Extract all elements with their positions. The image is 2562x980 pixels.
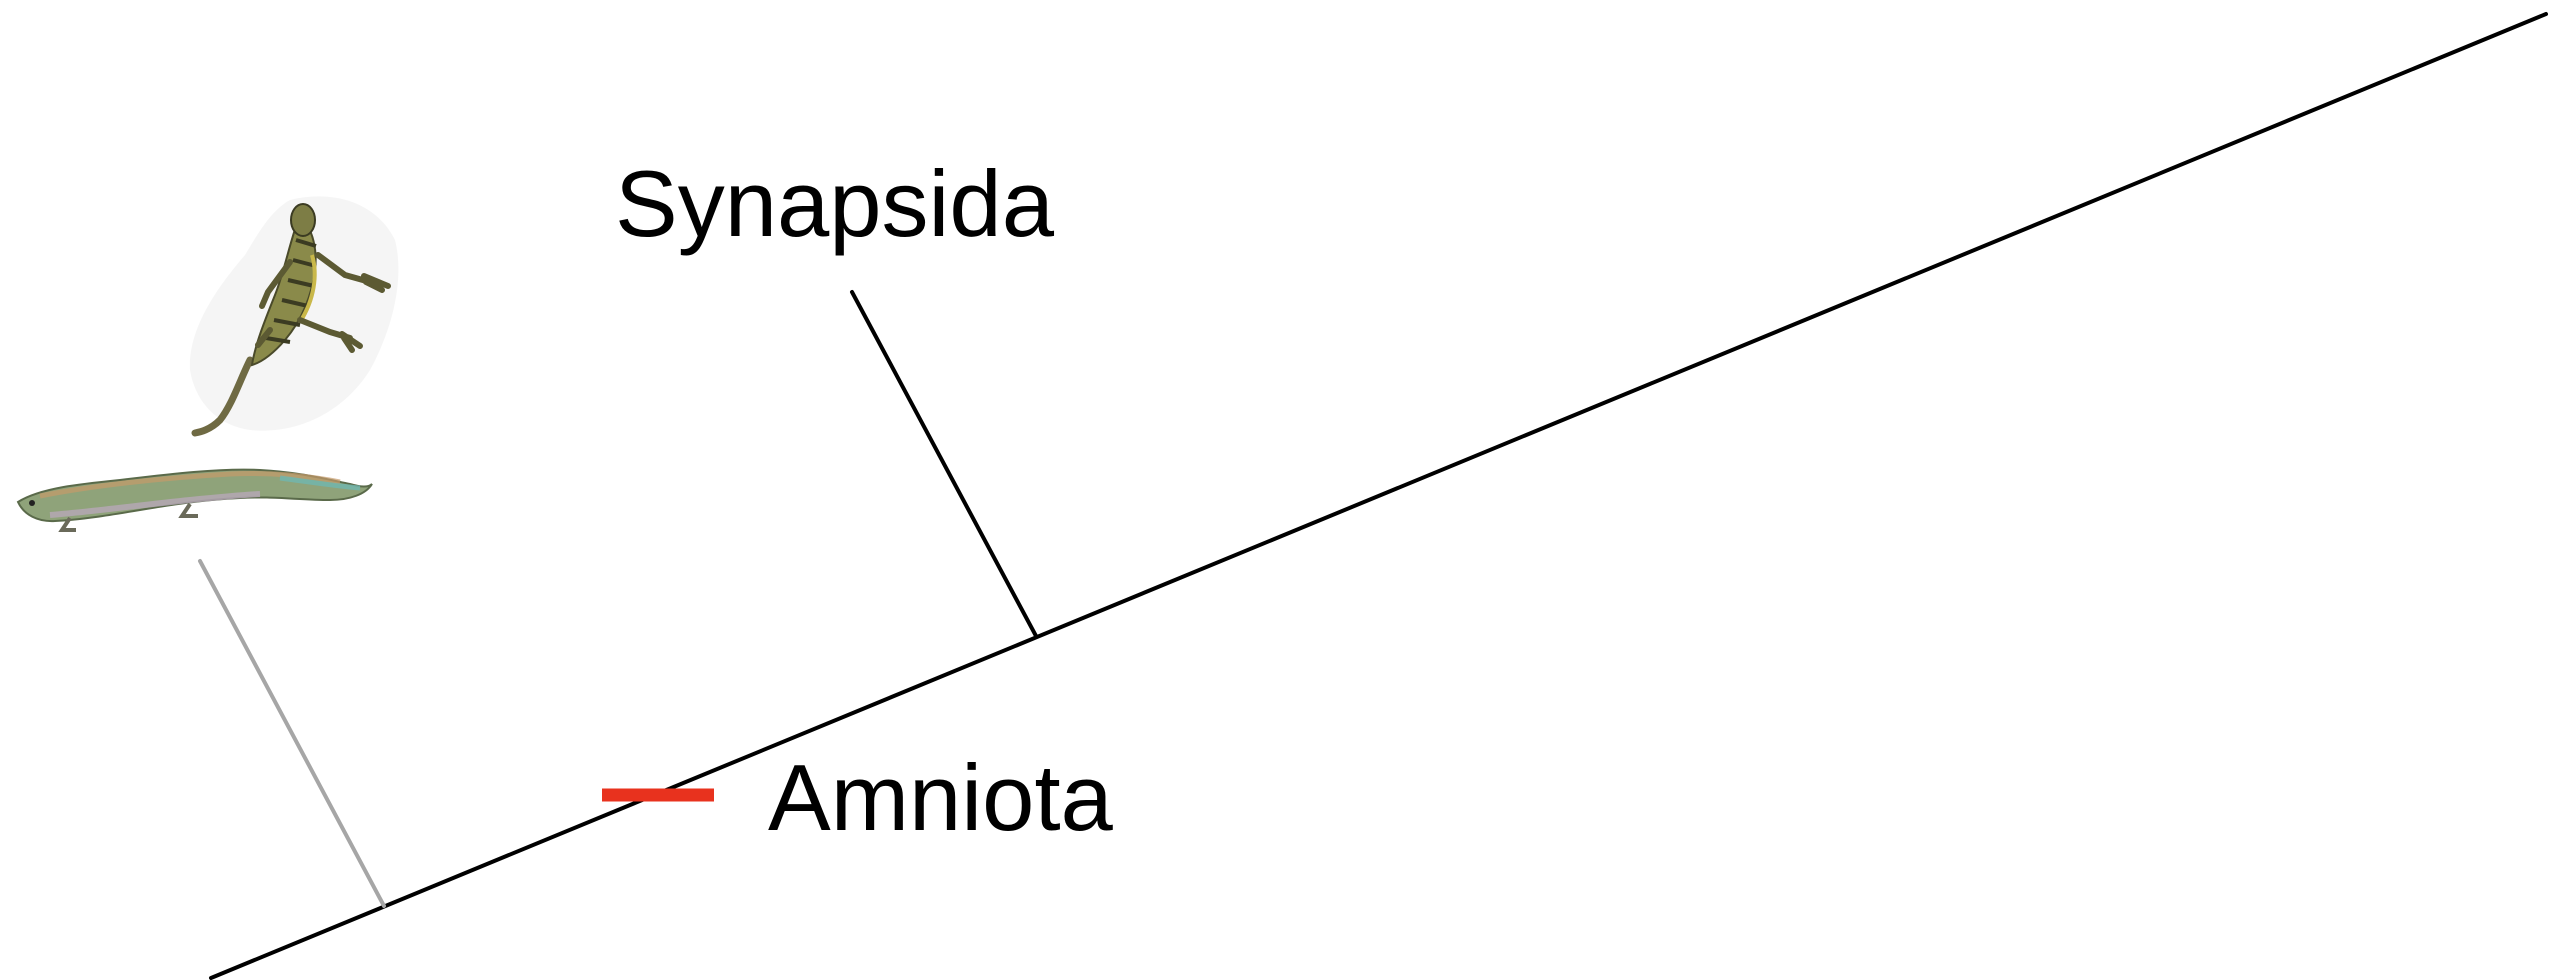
synapsida-label: Synapsida [615, 151, 1055, 256]
synapsida-branch [850, 290, 1038, 638]
stem-branch [198, 559, 386, 908]
amniota-label: Amniota [768, 745, 1114, 850]
early-tetrapod-illustration [16, 468, 373, 532]
trunk-line [209, 12, 2548, 980]
sprawling-reptile-illustration [189, 196, 399, 437]
